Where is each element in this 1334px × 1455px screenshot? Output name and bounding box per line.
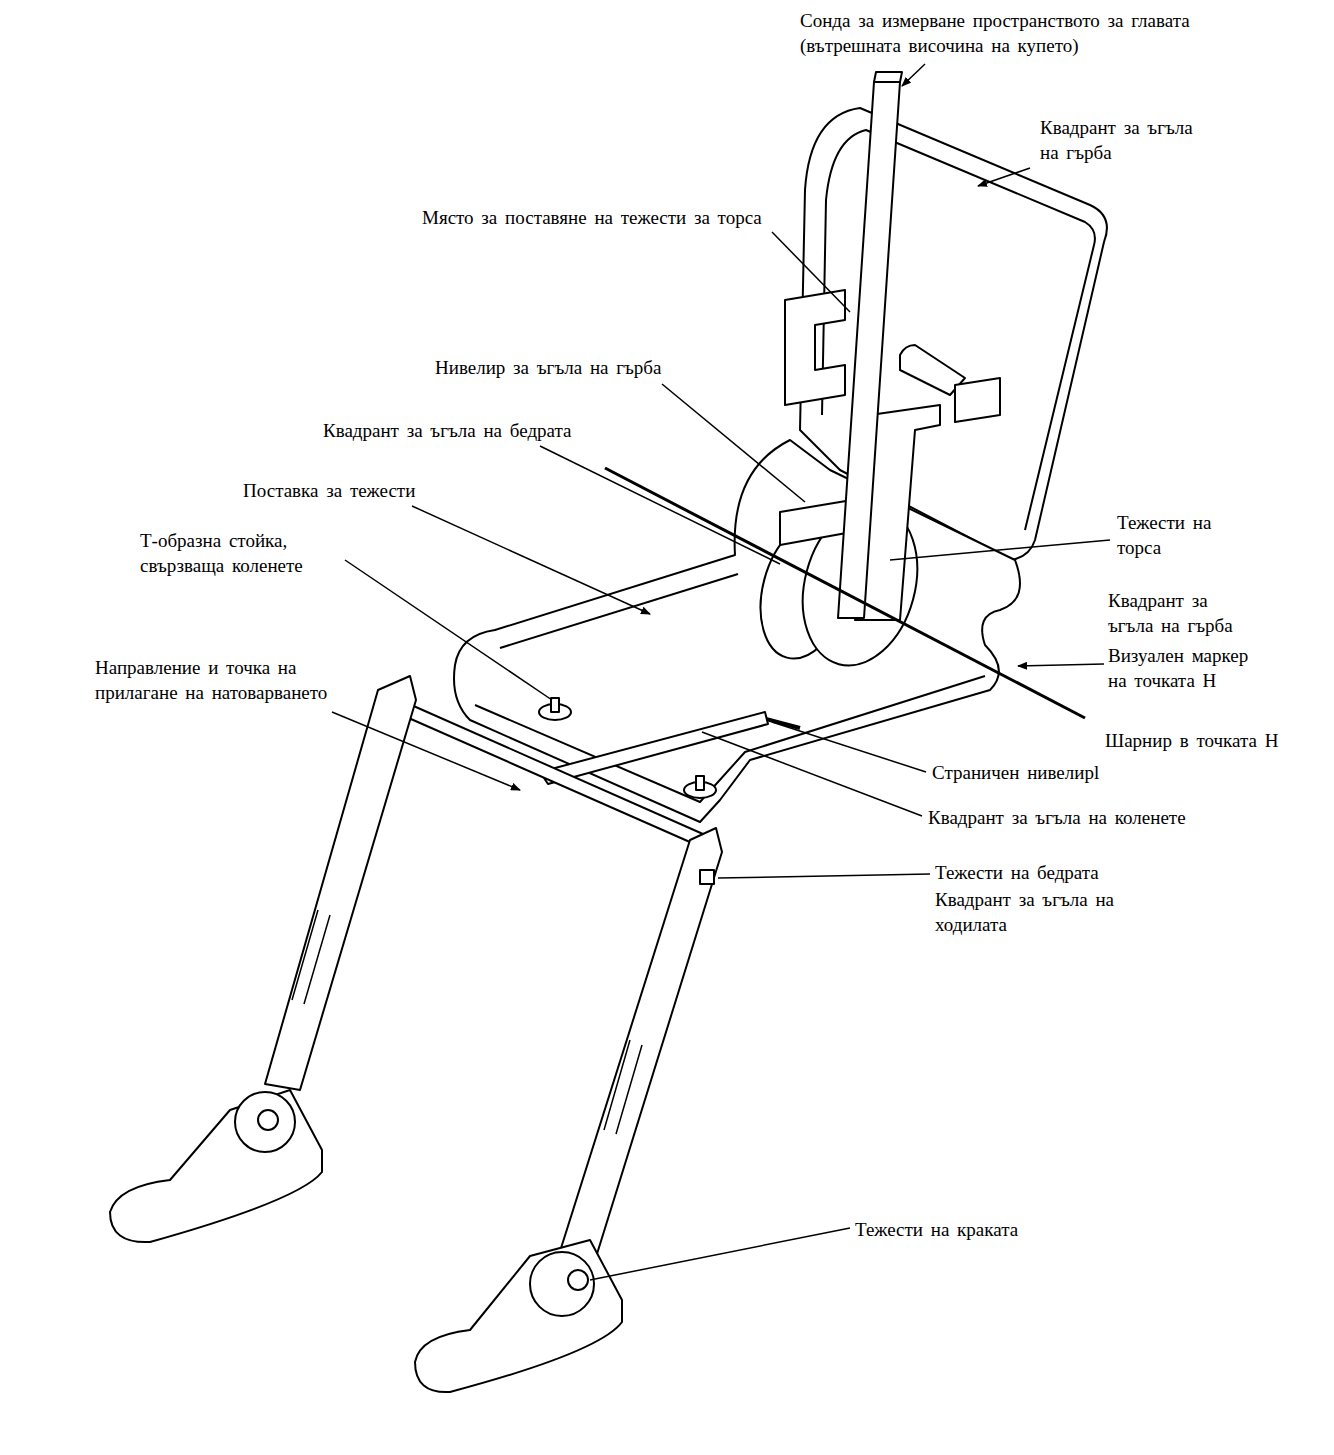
callout-label: Квадрант за ъгъла на бедрата [323,418,623,443]
callout-label: Тежести на бедрата [935,860,1155,885]
ankle-disc [530,1252,594,1316]
callout-label: Тежести на торса [1117,510,1227,560]
leader-line [702,732,922,816]
callout-label: Квадрант за ъгъла на коленете [928,805,1228,830]
callout-label: Квадрант за ъгъла на гърба [1040,115,1205,165]
leader-line [412,506,650,614]
head-probe [838,82,900,618]
leader-line [718,874,930,878]
right-leg [556,828,722,1270]
leader-line [890,540,1110,560]
leg-slot [604,1040,642,1134]
seat-rim [500,574,738,648]
leader-line [662,384,805,502]
callout-label: Шарнир в точката Н [1105,728,1325,753]
leader-line [540,446,780,564]
h-point-axis [605,468,1085,718]
leader-lines [332,64,1110,1280]
callout-label: Квадрант за ъгъла на гърба [1108,588,1248,638]
thigh-weight-knob [700,870,714,884]
ankle-knob [258,1110,278,1130]
ankle-disc [235,1092,295,1152]
leader-line [590,1228,850,1280]
callout-label: Тежести на краката [855,1217,1075,1242]
callout-label: Квадрант за ъгъла на ходилата [935,887,1135,937]
weight-stand-pin [551,698,559,712]
torso-weight [955,378,1000,422]
head-probe-cap [874,72,902,82]
weight-stand-pin [696,776,704,790]
callout-label: Визуален маркер на точката Н [1108,643,1253,693]
callout-label: Направление и точка на прилагане на нато… [95,655,355,705]
leader-line [332,712,520,790]
t-bar [395,700,712,850]
leg-slot [292,910,330,1004]
leader-line [978,168,1030,186]
t-bar-stem [540,712,768,784]
callout-label: Сонда за измерване пространството за гла… [800,8,1240,58]
back-angle-level [780,500,852,545]
leg-weight-knob [568,1270,588,1290]
callout-label: Страничен нивелирl [932,760,1152,785]
callout-label: Място за поставяне на тежести за торса [422,205,802,230]
callout-label: Т-образна стойка, свързваща коленете [140,528,355,578]
leader-line [345,560,552,700]
leader-line [772,722,926,772]
callout-label: Поставка за тежести [243,478,463,503]
seat-inner [475,676,985,802]
left-foot [110,1090,322,1242]
leader-line [1018,664,1104,666]
right-foot [415,1240,622,1392]
callout-label: Нивелир за ъгъла на гърба [435,355,715,380]
torso-weight [785,290,845,405]
leader-line [772,232,850,312]
leader-line [902,64,925,86]
